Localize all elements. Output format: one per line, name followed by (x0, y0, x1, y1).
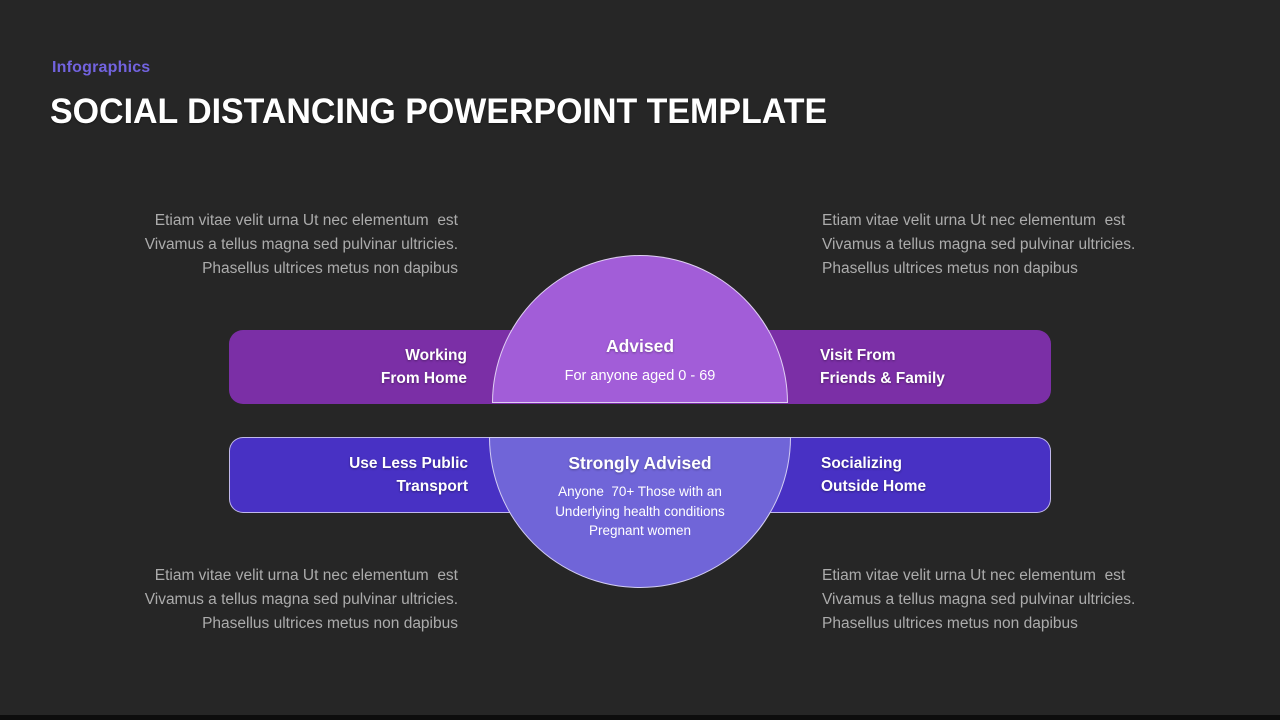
slide-title: SOCIAL DISTANCING POWERPOINT TEMPLATE (50, 92, 828, 131)
eyebrow-label: Infographics (52, 59, 151, 76)
advised-semicircle-badge: Advised For anyone aged 0 - 69 (492, 255, 788, 403)
paragraph-bottom-left: Etiam vitae velit urna Ut nec elementum … (144, 567, 458, 632)
paragraph-bottom-right: Etiam vitae velit urna Ut nec elementum … (822, 567, 1136, 632)
strongly-advised-badge-title: Strongly Advised (568, 453, 712, 473)
paragraph-top-right: Etiam vitae velit urna Ut nec elementum … (822, 212, 1136, 277)
advised-left-label: Working From Home (380, 347, 467, 387)
strongly-advised-left-label: Use Less Public Transport (349, 455, 468, 495)
advised-right-label: Visit From Friends & Family (820, 347, 945, 387)
strongly-advised-badge-text: Anyone 70+ Those with an Underlying heal… (555, 484, 725, 538)
strongly-advised-right-label: Socializing Outside Home (821, 455, 927, 495)
advised-badge-title: Advised (605, 336, 675, 356)
paragraph-top-left: Etiam vitae velit urna Ut nec elementum … (144, 212, 458, 277)
advised-badge-text: For anyone aged 0 - 69 (564, 368, 716, 384)
strongly-advised-semicircle-badge: Strongly Advised Anyone 70+ Those with a… (489, 437, 791, 588)
slide-bottom-edge (0, 715, 1280, 720)
